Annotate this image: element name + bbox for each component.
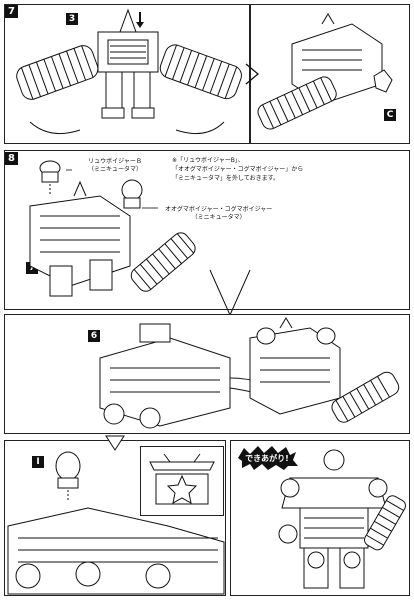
completed-robot-illustration bbox=[278, 449, 406, 589]
callout-ogu-voyager: オオグマボイジャー・コグマボイジャー （ミニキュータマ） bbox=[165, 206, 272, 221]
step7-result-illustration bbox=[257, 13, 393, 130]
assembly-part-label: 6 bbox=[88, 330, 100, 342]
final-part-i: I bbox=[32, 456, 44, 468]
assembly-illustration bbox=[99, 317, 400, 429]
step8-note: ※「リュウボイジャーB」、 「オオグマボイジャー・コグマボイジャー」から 「ミニ… bbox=[172, 156, 303, 183]
step7-badge: 7 bbox=[5, 5, 18, 18]
done-text: できあがり! bbox=[245, 453, 289, 463]
step8-badge: 8 bbox=[5, 152, 18, 165]
step8-note-line3: 「ミニキュータマ」を外しておきます。 bbox=[172, 175, 280, 182]
step7-robot-illustration bbox=[16, 8, 242, 135]
callout-ryuu-voyager: リュウボイジャーＢ （ミニキュータマ） bbox=[88, 158, 142, 173]
down-arrow-icon bbox=[105, 435, 125, 451]
transition-arrow-icon bbox=[245, 63, 260, 85]
step7-part-label: 3 bbox=[66, 13, 78, 25]
step8-note-line1: ※「リュウボイジャーB」、 bbox=[172, 157, 244, 164]
callout-ryuu-line2: （ミニキュータマ） bbox=[88, 165, 143, 173]
done-burst: できあがり! bbox=[238, 446, 298, 470]
callout-ogu-line2: （ミニキュータマ） bbox=[191, 213, 246, 221]
final-left-illustration bbox=[7, 451, 225, 595]
step7-part-c: C bbox=[384, 109, 396, 121]
callout-ogu-line1: オオグマボイジャー・コグマボイジャー bbox=[165, 206, 273, 213]
callout-ryuu-line1: リュウボイジャーＢ bbox=[88, 158, 142, 165]
callout-pointer bbox=[209, 269, 251, 317]
step8-note-line2: 「オオグマボイジャー・コグマボイジャー」から bbox=[172, 166, 304, 173]
star-emblem-detail bbox=[149, 453, 215, 505]
step8-robot-illustration bbox=[29, 160, 196, 297]
